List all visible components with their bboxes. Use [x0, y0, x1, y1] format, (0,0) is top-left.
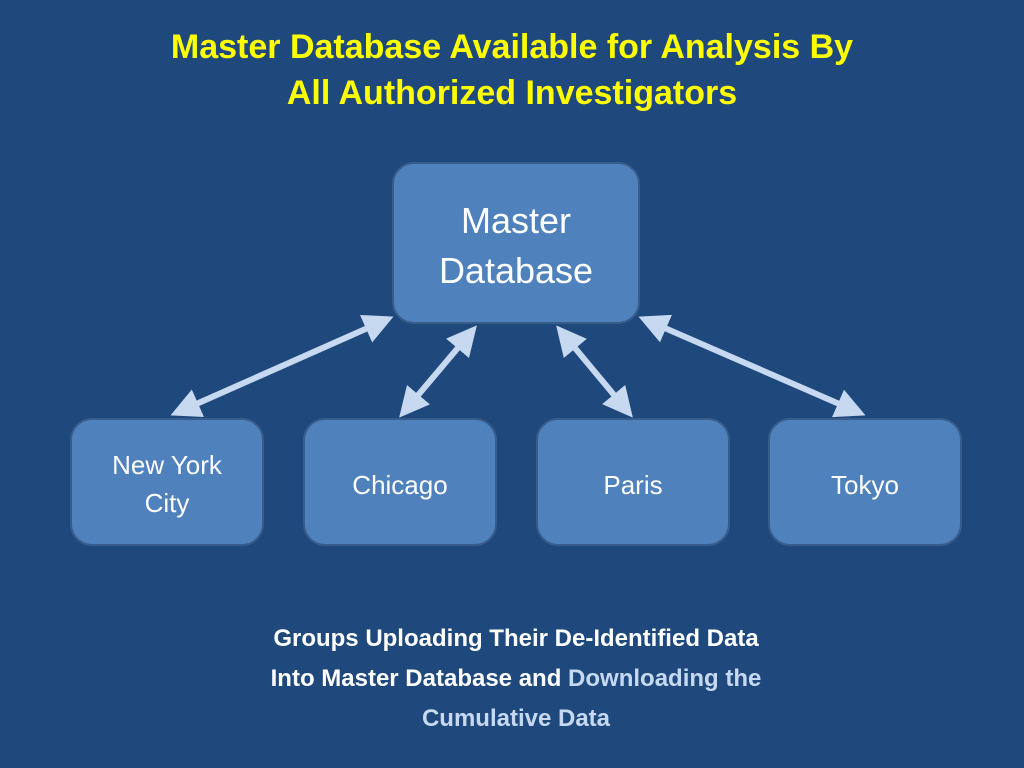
- city-label-tokyo: Tokyo: [831, 470, 899, 500]
- caption-line-2-part-2: Downloading the: [568, 665, 762, 692]
- caption-line-2: Into Master Database and Downloading the: [0, 659, 1024, 699]
- master-label-line-1: Master: [460, 200, 571, 241]
- master-label-line-2: Database: [438, 250, 594, 291]
- city-label-new-york-line-2: City: [144, 488, 190, 518]
- master-database-box: Master Database: [392, 162, 640, 324]
- city-box-paris: Paris: [536, 418, 730, 546]
- city-label-chicago: Chicago: [352, 470, 448, 500]
- arrow-new-york: [170, 315, 394, 417]
- arrow-paris: [556, 325, 633, 418]
- caption-line-1: Groups Uploading Their De-Identified Dat…: [273, 625, 759, 652]
- city-box-new-york: New York City: [70, 418, 264, 546]
- title-line-1: Master Database Available for Analysis B…: [170, 28, 854, 66]
- title-line-2: All Authorized Investigators: [286, 74, 738, 112]
- city-box-tokyo: Tokyo: [768, 418, 962, 546]
- arrow-tokyo: [638, 314, 866, 418]
- city-label-paris: Paris: [603, 470, 663, 500]
- caption-line-3: Cumulative Data: [421, 705, 611, 732]
- diagram-caption: Groups Uploading Their De-Identified Dat…: [0, 619, 1024, 739]
- city-box-chicago: Chicago: [303, 418, 497, 546]
- arrow-chicago: [399, 325, 477, 418]
- city-label-new-york-line-1: New York: [112, 450, 222, 480]
- caption-line-2-part-1: Into Master Database and: [270, 665, 569, 692]
- slide-title: Master Database Available for Analysis B…: [0, 24, 1024, 116]
